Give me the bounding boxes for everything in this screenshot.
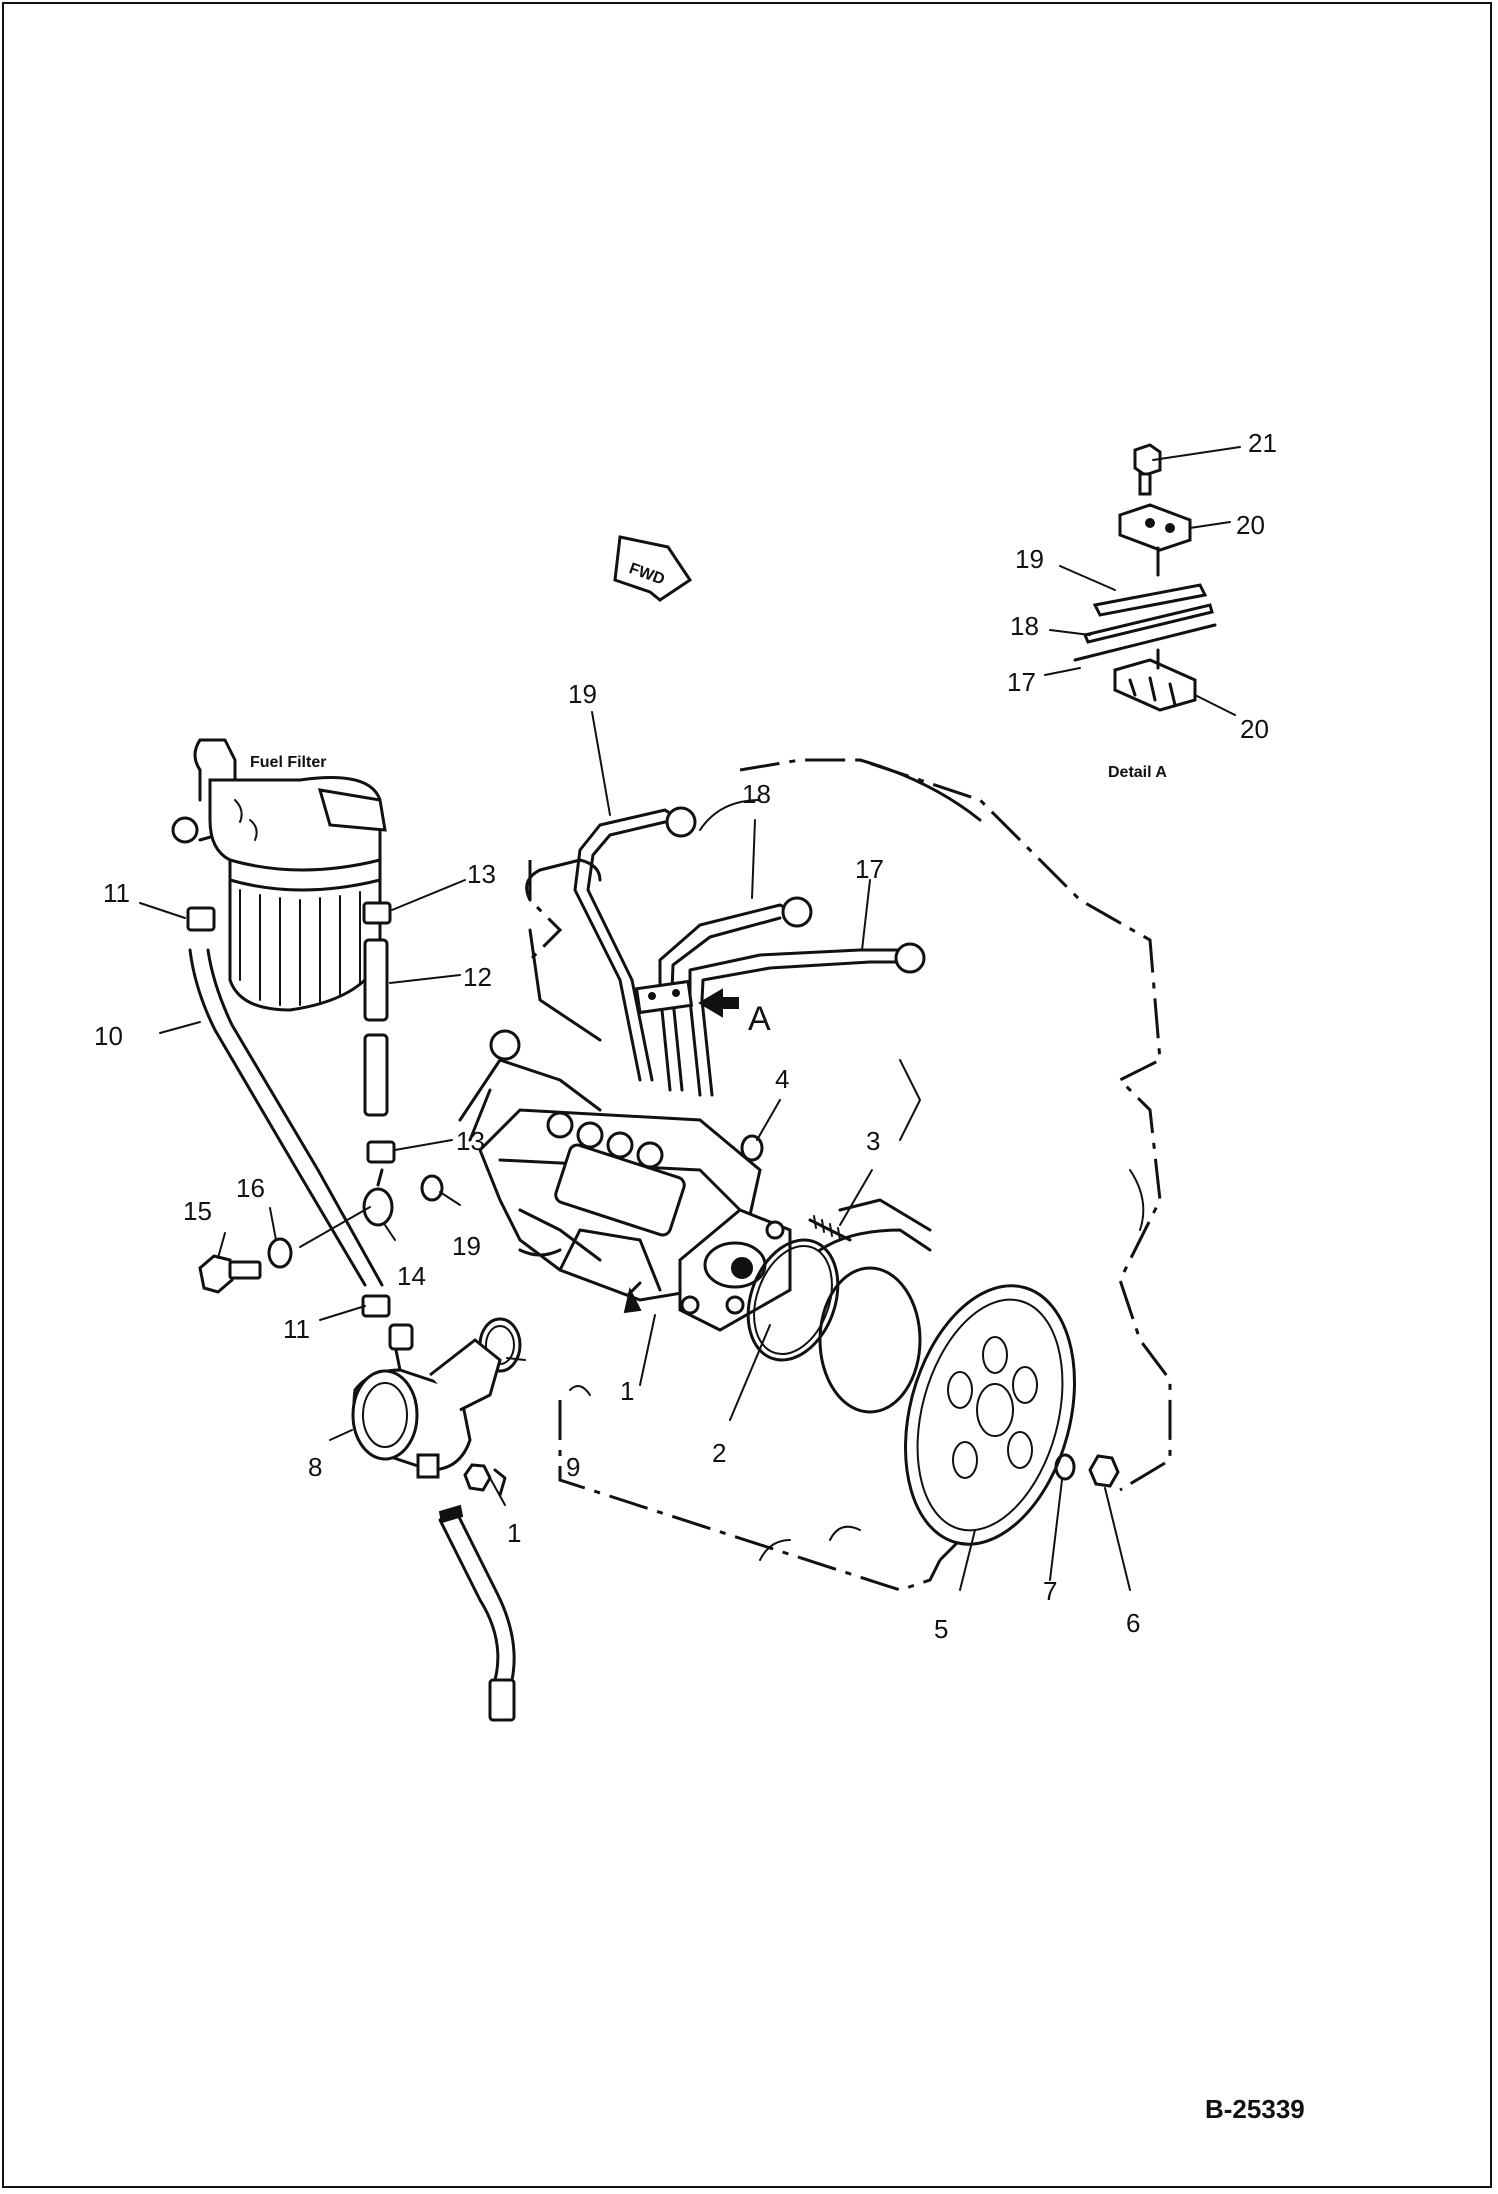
- fitting-13-upper: [362, 901, 392, 925]
- fitting-11-lower: [361, 1294, 391, 1318]
- detail-a-clamp: [1073, 443, 1217, 712]
- banjo-fitting-14: [362, 1168, 394, 1227]
- fuel-filter: [171, 738, 387, 1012]
- leader-lines: [139, 446, 1241, 1591]
- callout-6: 6: [1126, 1608, 1140, 1638]
- callout-20-upper: 20: [1236, 510, 1265, 540]
- callout-3: 3: [866, 1126, 880, 1156]
- callout-19-detail: 19: [1015, 544, 1044, 574]
- callout-13-lower: 13: [456, 1126, 485, 1156]
- callout-8: 8: [308, 1452, 322, 1482]
- o-ring-2: [746, 1238, 840, 1362]
- callout-17-main: 17: [855, 854, 884, 884]
- feed-pump-8: [351, 1323, 502, 1479]
- nut-4: [740, 1134, 764, 1162]
- callout-4: 4: [775, 1064, 789, 1094]
- callout-19-small: 19: [452, 1231, 481, 1261]
- callout-16: 16: [236, 1173, 265, 1203]
- nut-6: [1088, 1454, 1120, 1488]
- callout-7: 7: [1043, 1576, 1057, 1606]
- callout-15: 15: [183, 1196, 212, 1226]
- fwd-direction-arrow: [613, 535, 693, 602]
- callout-5: 5: [934, 1614, 948, 1644]
- gasket-19-small: [420, 1174, 444, 1202]
- callout-18-main: 18: [742, 779, 771, 809]
- callout-19-main: 19: [568, 679, 597, 709]
- callout-21: 21: [1248, 428, 1277, 458]
- callout-10: 10: [94, 1021, 123, 1051]
- callout-17-detail: 17: [1007, 667, 1036, 697]
- fitting-13-lower: [366, 1140, 396, 1164]
- callout-12: 12: [463, 962, 492, 992]
- detail-a-label: Detail A: [1108, 764, 1167, 781]
- callout-1-upper: 1: [620, 1376, 634, 1406]
- view-a-letter: A: [748, 1000, 771, 1038]
- timing-gear-case: [818, 1228, 932, 1414]
- nut-1-lower: [463, 1463, 507, 1497]
- drive-gear-5: [904, 1284, 1076, 1546]
- fitting-11-upper: [186, 906, 216, 932]
- callout-9: 9: [566, 1452, 580, 1482]
- fuel-hose-10: [188, 948, 384, 1287]
- fuel-injection-pump: [458, 1029, 792, 1332]
- injection-pipes: [573, 806, 926, 1097]
- view-a-arrow: [698, 988, 739, 1018]
- bolt-15: [198, 1254, 262, 1294]
- stud-3: [808, 1215, 852, 1242]
- stud-1-upper: [626, 1281, 642, 1297]
- callout-2: 2: [712, 1438, 726, 1468]
- cylinder-head: [525, 758, 1145, 1561]
- figure-code: B-25339: [1205, 2094, 1305, 2124]
- fuel-filter-label: Fuel Filter: [250, 754, 326, 771]
- lower-fuel-hose: [438, 1504, 516, 1722]
- callout-11-lower: 11: [283, 1314, 310, 1344]
- washer-7: [1054, 1453, 1076, 1481]
- washer-16: [267, 1237, 293, 1269]
- callout-11-upper: 11: [103, 878, 130, 908]
- fuel-hose-12: [363, 938, 389, 1117]
- callout-14: 14: [397, 1261, 426, 1291]
- callout-1-lower: 1: [507, 1518, 521, 1548]
- callout-20-lower: 20: [1240, 714, 1269, 744]
- callout-18-detail: 18: [1010, 611, 1039, 641]
- callout-13-upper: 13: [467, 859, 496, 889]
